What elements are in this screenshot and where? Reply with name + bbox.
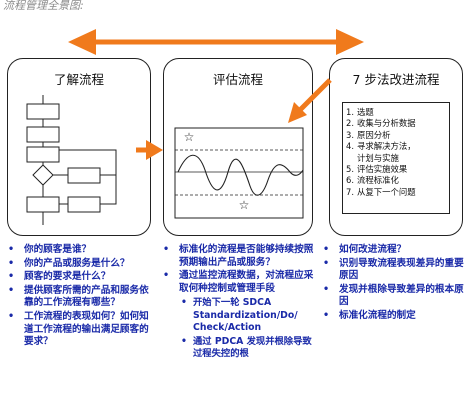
step-number: 2. bbox=[346, 118, 354, 129]
step-item: 4.寻求解决方法， bbox=[346, 141, 449, 152]
step-number: 1. bbox=[346, 107, 354, 117]
bullet-dot-icon: • bbox=[163, 270, 170, 282]
bullet-text: 提供顾客所需的产品和服务依靠的工作流程有哪些？ bbox=[24, 284, 149, 309]
step-item: 5.评估实施效果 bbox=[346, 164, 449, 175]
bullets-understand: • 你的顾客是谁？ • 你的产品或服务是什么？ • 顾客的要求是什么？ • 提供顾客所需的产品… bbox=[4, 244, 150, 350]
bullet-text: 识别导致流程表现差异的重要原因 bbox=[339, 257, 464, 282]
step-text: 原因分析 bbox=[357, 129, 391, 140]
bullet-item: • 如何改进流程？ bbox=[319, 244, 465, 257]
step-number: 5. bbox=[346, 164, 354, 175]
bullet-dot-icon: • bbox=[181, 297, 187, 309]
bullet-item: • 你的产品或服务是什么？ bbox=[4, 258, 150, 271]
double-headed-arrow-icon bbox=[68, 29, 364, 55]
bullet-text: 通过 PDCA 发现并根除导致过程失控的根 bbox=[193, 335, 312, 360]
caption: 流程管理全景图: bbox=[3, 0, 84, 12]
control-chart-icon: ☆ ☆ bbox=[174, 127, 304, 219]
panel-title: 了解流程 bbox=[53, 72, 104, 87]
bullet-text: 顾客的要求是什么？ bbox=[24, 271, 111, 283]
flowchart-diagram-icon bbox=[26, 95, 117, 225]
bullet-dot-icon: • bbox=[8, 244, 15, 255]
bullet-dot-icon: • bbox=[8, 257, 15, 269]
bullet-text: 你的产品或服务是什么？ bbox=[24, 257, 130, 269]
step-item: 7.从复下一个问题 bbox=[346, 187, 449, 198]
bullet-item: • 通过监控流程数据，对流程应采取何种控制或管理手段 bbox=[159, 270, 317, 295]
bullet-item: • 开始下一轮 SDCA Standardization/Do/ Check/Ac… bbox=[159, 297, 317, 334]
bullet-dot-icon: • bbox=[323, 244, 330, 255]
bullet-text: 标准化的流程是否能够持续按照预期输出产品或服务？ bbox=[179, 244, 314, 268]
bullet-item: • 识别导致流程表现差异的重要原因 bbox=[319, 258, 465, 283]
bullet-item: • 通过 PDCA 发现并根除导致过程失控的根 bbox=[159, 336, 317, 360]
bullet-dot-icon: • bbox=[163, 244, 170, 255]
step-number: 6. bbox=[346, 175, 354, 186]
bullet-text: 工作流程的表现如何？如何知道工作流程的输出满足顾客的要求？ bbox=[24, 310, 149, 348]
step-text: 计划与实施 bbox=[357, 152, 399, 163]
step-number: 7. bbox=[346, 186, 354, 197]
step-text: 流程标准化 bbox=[357, 175, 399, 186]
step-item: 2.收集与分析数据 bbox=[346, 118, 449, 129]
step-text: 从复下一个问题 bbox=[357, 186, 416, 197]
bullet-dot-icon: • bbox=[181, 335, 187, 347]
step-item: 3.原因分析 bbox=[346, 130, 449, 141]
bullets-evaluate: • 标准化的流程是否能够持续按照预期输出产品或服务？ • 通过监控流程数据，对流程应采… bbox=[159, 244, 317, 360]
bullet-dot-icon: • bbox=[8, 271, 15, 283]
bullet-item: • 标准化的流程是否能够持续按照预期输出产品或服务？ bbox=[159, 244, 317, 269]
step-text: 收集与分析数据 bbox=[357, 118, 416, 129]
bullets-improve: •如何改进流程？•识别导致流程表现差异的重要原因•发现并根除导致差异的根本原因•… bbox=[319, 244, 465, 324]
bullet-item: • 顾客的要求是什么？ bbox=[4, 271, 150, 284]
bullet-text: 如何改进流程？ bbox=[339, 244, 407, 255]
arrow-to-evaluate-icon bbox=[288, 78, 332, 123]
bullet-item: • 标准化流程的制定 bbox=[319, 310, 465, 323]
star-marker-icon: ☆ bbox=[184, 130, 195, 144]
step-text: 评估实施效果 bbox=[357, 164, 408, 175]
step-item: 1.选题 bbox=[346, 107, 449, 118]
bullet-text: 发现并根除导致差异的根本原因 bbox=[339, 283, 464, 308]
step-item: 计划与实施 bbox=[346, 153, 449, 164]
bullet-item: • 发现并根除导致差异的根本原因 bbox=[319, 284, 465, 309]
star-marker-icon: ☆ bbox=[239, 198, 250, 212]
bullet-item: • 工作流程的表现如何？如何知道工作流程的输出满足顾客的要求？ bbox=[4, 311, 150, 349]
bullet-text: 标准化流程的制定 bbox=[339, 309, 416, 321]
bullet-dot-icon: • bbox=[323, 257, 330, 269]
bullet-dot-icon: • bbox=[323, 309, 330, 321]
bullet-text: 开始下一轮 SDCA Standardization/Do/ Check/Act… bbox=[193, 297, 298, 333]
arrow-to-improve-icon bbox=[136, 140, 163, 160]
step-text: 选题 bbox=[357, 107, 374, 117]
bullet-text: 你的顾客是谁？ bbox=[24, 244, 92, 255]
bullet-item: • 提供顾客所需的产品和服务依靠的工作流程有哪些？ bbox=[4, 285, 150, 310]
bullet-text: 通过监控流程数据，对流程应采取何种控制或管理手段 bbox=[179, 270, 314, 294]
panel-title: 7 步法改进流程 bbox=[352, 72, 440, 87]
step-item: 6.流程标准化 bbox=[346, 175, 449, 186]
step-number: 4. bbox=[346, 141, 354, 152]
step-text: 寻求解决方法， bbox=[357, 141, 416, 152]
bullet-dot-icon: • bbox=[323, 283, 330, 295]
panel-title: 评估流程 bbox=[212, 72, 263, 87]
bullet-dot-icon: • bbox=[8, 310, 15, 322]
step-number: 3. bbox=[346, 129, 354, 140]
bullet-item: • 你的顾客是谁？ bbox=[4, 244, 150, 257]
bullet-dot-icon: • bbox=[8, 284, 15, 296]
